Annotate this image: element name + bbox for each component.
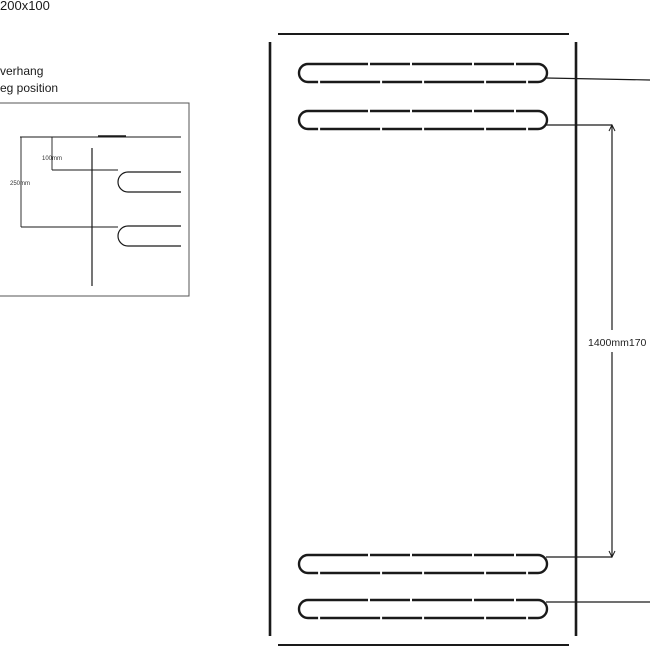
slot-top-2 xyxy=(297,109,549,131)
dimension-arrow-bottom xyxy=(608,550,616,559)
size-label: 200x100 xyxy=(0,0,50,13)
overhang-label: verhang xyxy=(0,64,44,78)
inset-frame xyxy=(0,102,190,297)
dimension-label: 1400mm170 xyxy=(588,337,647,349)
inset-dim-250-label: 250mm xyxy=(10,181,30,187)
slot-top-1 xyxy=(297,62,549,84)
slot-bottom-2 xyxy=(297,598,549,620)
inset-slot-1 xyxy=(117,171,181,193)
inset-dim-100-label: 100mm xyxy=(42,156,62,162)
dimension-arrow-top xyxy=(608,123,616,132)
slot-bottom-1 xyxy=(297,553,549,575)
main-plan: 1400mm170 xyxy=(268,33,650,646)
leg-position-label: eg position xyxy=(0,81,59,95)
inset-slot-2 xyxy=(117,225,181,247)
leader-slot-top-1 xyxy=(545,77,650,81)
inset-detail: 100mm 250mm xyxy=(0,102,190,297)
